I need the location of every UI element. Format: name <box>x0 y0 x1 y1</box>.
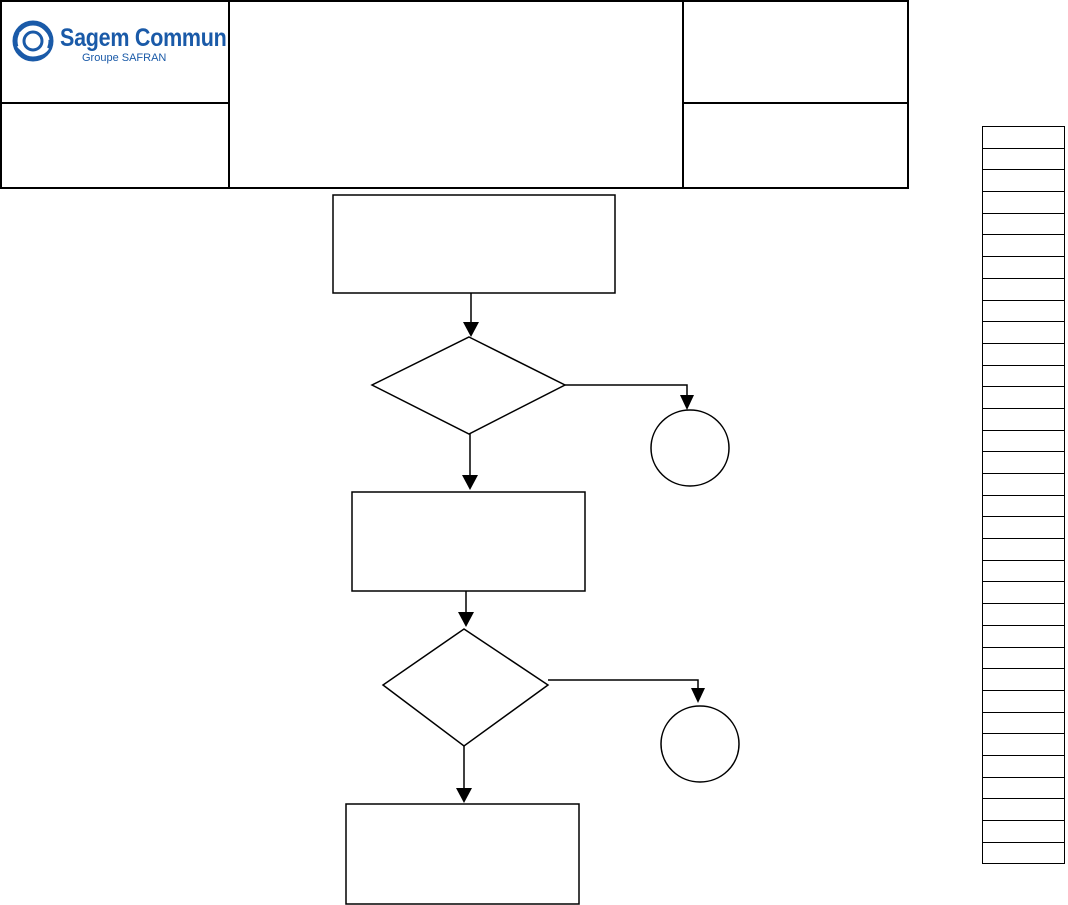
header-right-bottom-cell <box>682 102 909 189</box>
grid-row <box>982 581 1065 605</box>
grid-row <box>982 364 1065 388</box>
grid-cell <box>982 798 1065 821</box>
grid-cell <box>982 733 1065 756</box>
grid-cell <box>982 668 1065 691</box>
grid-row <box>982 256 1065 279</box>
grid-cell <box>982 147 1065 171</box>
grid-row <box>982 191 1065 214</box>
grid-cell <box>982 689 1065 713</box>
logo-subtitle-text: Groupe SAFRAN <box>82 52 167 64</box>
process-box-2 <box>351 491 586 592</box>
grid-row <box>982 407 1065 431</box>
grid-cell <box>982 407 1065 431</box>
decision-diamond-2 <box>381 628 550 747</box>
grid-cell <box>982 321 1065 344</box>
grid-row <box>982 711 1065 735</box>
grid-row <box>982 798 1065 821</box>
grid-cell <box>982 516 1065 540</box>
grid-cell <box>982 191 1065 214</box>
grid-row <box>982 820 1065 843</box>
arrowhead-4 <box>456 788 472 803</box>
grid-cell <box>982 342 1065 366</box>
grid-row <box>982 668 1065 691</box>
grid-row <box>982 494 1065 518</box>
connector-branch-1 <box>565 384 688 396</box>
grid-cell <box>982 711 1065 735</box>
arrowhead-3 <box>458 612 474 627</box>
decision-diamond-1 <box>370 336 567 435</box>
grid-cell <box>982 364 1065 388</box>
grid-cell <box>982 451 1065 474</box>
grid-cell <box>982 126 1065 149</box>
grid-cell <box>982 646 1065 670</box>
grid-row <box>982 733 1065 756</box>
grid-cell <box>982 776 1065 800</box>
grid-row <box>982 646 1065 670</box>
grid-row <box>982 277 1065 301</box>
grid-row <box>982 559 1065 583</box>
arrowhead-2 <box>462 475 478 490</box>
grid-cell <box>982 841 1065 865</box>
arrowhead-branch-2 <box>691 688 705 703</box>
process-box-1 <box>332 194 616 294</box>
grid-row <box>982 299 1065 323</box>
side-grid-table <box>982 126 1065 865</box>
terminator-circle-1 <box>650 409 730 487</box>
grid-row <box>982 451 1065 474</box>
grid-cell <box>982 386 1065 409</box>
grid-row <box>982 386 1065 409</box>
grid-cell <box>982 581 1065 605</box>
grid-row <box>982 321 1065 344</box>
grid-cell <box>982 754 1065 778</box>
grid-row <box>982 234 1065 258</box>
grid-cell <box>982 429 1065 453</box>
grid-cell <box>982 603 1065 626</box>
header-left-bottom-cell <box>0 102 230 189</box>
grid-row <box>982 212 1065 236</box>
grid-row <box>982 538 1065 561</box>
grid-cell <box>982 538 1065 561</box>
grid-row <box>982 473 1065 496</box>
grid-cell <box>982 473 1065 496</box>
grid-row <box>982 689 1065 713</box>
arrowhead-1 <box>463 322 479 337</box>
grid-cell <box>982 234 1065 258</box>
grid-row <box>982 342 1065 366</box>
grid-cell <box>982 559 1065 583</box>
grid-row <box>982 126 1065 149</box>
grid-row <box>982 624 1065 648</box>
grid-cell <box>982 212 1065 236</box>
grid-row <box>982 429 1065 453</box>
side-grid-body <box>982 126 1065 865</box>
grid-cell <box>982 820 1065 843</box>
process-box-3 <box>345 803 580 905</box>
grid-row <box>982 147 1065 171</box>
terminator-circle-2 <box>660 705 740 783</box>
grid-cell <box>982 494 1065 518</box>
grid-row <box>982 776 1065 800</box>
sagem-logo-icon <box>12 20 54 62</box>
grid-cell <box>982 256 1065 279</box>
grid-row <box>982 754 1065 778</box>
grid-row <box>982 516 1065 540</box>
grid-cell <box>982 299 1065 323</box>
grid-row <box>982 603 1065 626</box>
grid-cell <box>982 624 1065 648</box>
grid-row <box>982 841 1065 865</box>
grid-row <box>982 169 1065 193</box>
header-title-cell <box>228 0 684 189</box>
connector-branch-2 <box>548 679 699 688</box>
arrowhead-branch-1 <box>680 395 694 410</box>
grid-cell <box>982 277 1065 301</box>
grid-cell <box>982 169 1065 193</box>
